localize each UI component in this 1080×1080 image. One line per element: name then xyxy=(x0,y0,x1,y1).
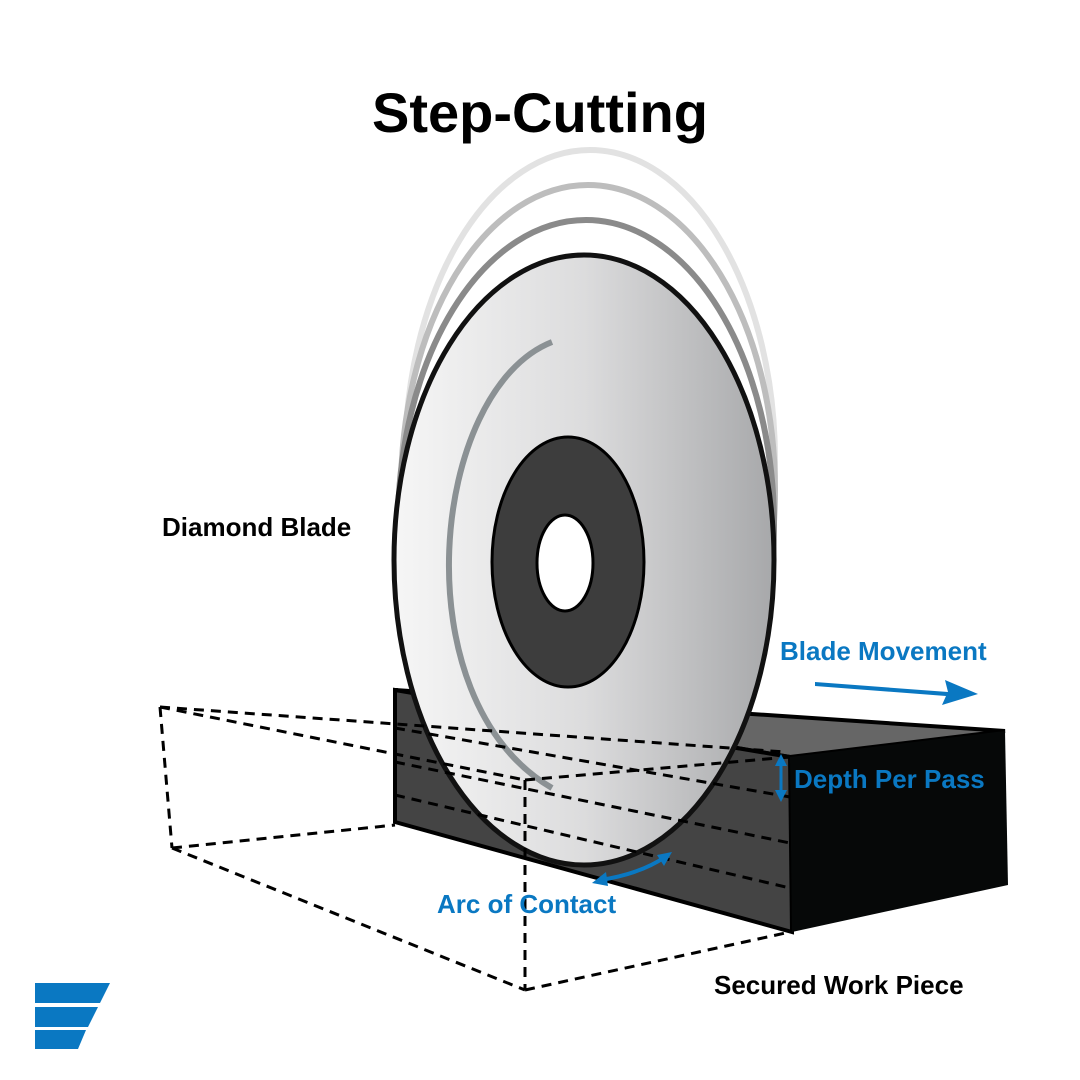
label-diamond-blade: Diamond Blade xyxy=(162,512,352,542)
diamond-blade xyxy=(391,252,777,868)
blade-movement-arrow xyxy=(815,680,978,705)
page-title: Step-Cutting xyxy=(372,81,708,144)
company-logo xyxy=(35,983,110,1049)
label-blade-movement: Blade Movement xyxy=(780,636,987,666)
arrows xyxy=(592,680,978,886)
arbor-hole xyxy=(535,513,595,613)
dashed-guides xyxy=(158,705,791,992)
label-secured-work-piece: Secured Work Piece xyxy=(714,970,964,1000)
label-depth-per-pass: Depth Per Pass xyxy=(794,764,985,794)
label-arc-of-contact: Arc of Contact xyxy=(437,889,617,919)
